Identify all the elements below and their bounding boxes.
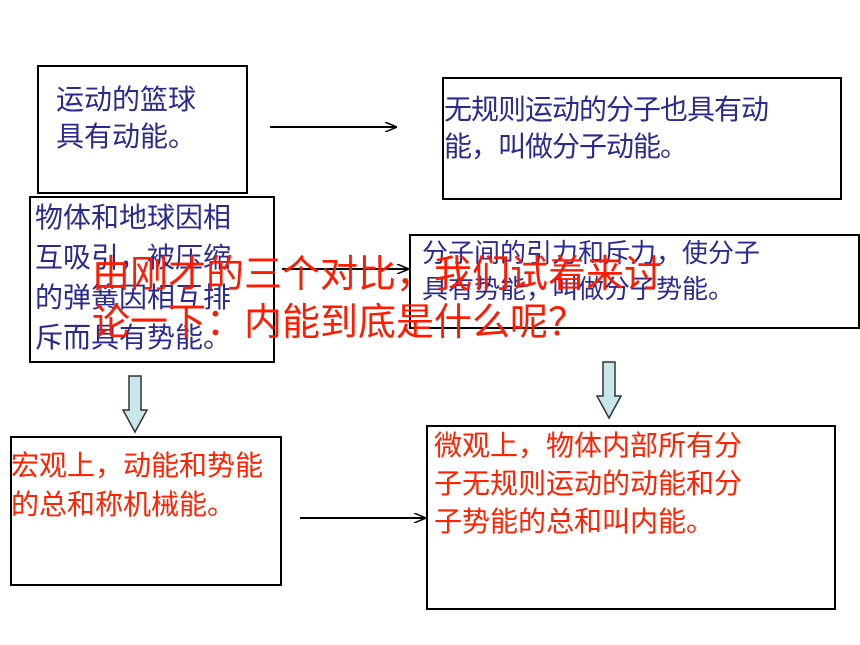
earth-spring-text: 物体和地球因相 互吸引，被压缩 的弹簧因相互排 斥而具有势能。	[35, 201, 232, 354]
down-arrow-left	[121, 375, 149, 434]
molecule-kinetic-text: 无规则运动的分子也具有动 能，叫做分子动能。	[444, 93, 769, 163]
molecule-potential-box	[409, 234, 860, 329]
molecule-kinetic-box	[442, 77, 842, 200]
mechanical-energy-box	[10, 436, 282, 586]
earth-spring-box	[29, 196, 275, 363]
mechanical-energy-text: 宏观上，动能和势能 的总和称机械能。	[11, 449, 264, 521]
internal-energy-text: 微观上，物体内部所有分 子无规则运动的动能和分 子势能的总和叫内能。	[434, 429, 743, 538]
down-arrow-right	[595, 361, 623, 420]
basketball-box	[37, 65, 248, 194]
molecule-potential-text: 分子间的引力和斥力，使分子 具有势能，叫做分子势能。	[422, 239, 761, 305]
overlay-question: 由刚才的三个对比，我们试着来讨 论一下：内能到底是什么呢？	[92, 252, 663, 344]
internal-energy-box	[426, 425, 836, 610]
basketball-text: 运动的篮球 具有动能。	[56, 83, 197, 153]
